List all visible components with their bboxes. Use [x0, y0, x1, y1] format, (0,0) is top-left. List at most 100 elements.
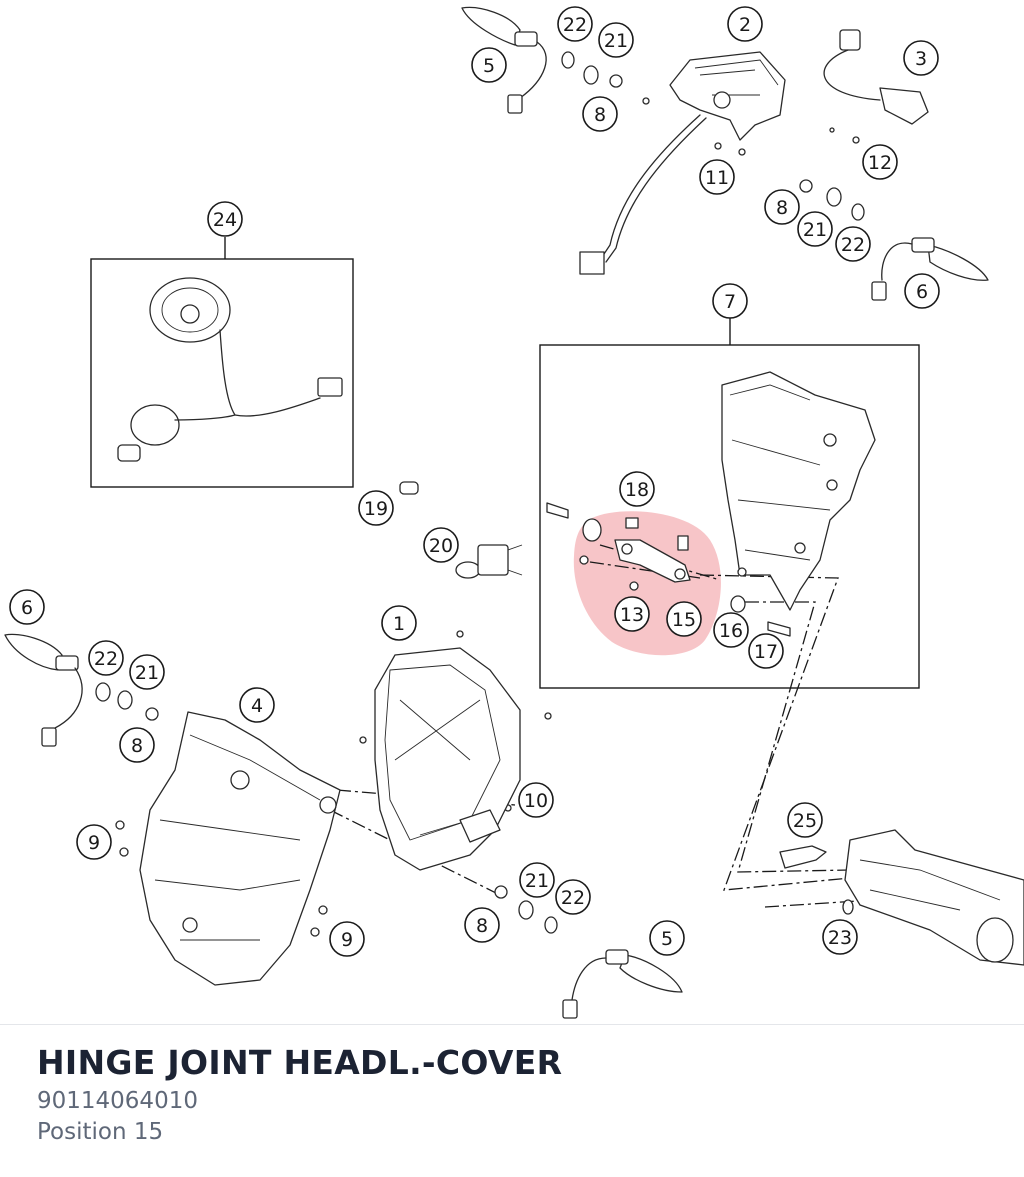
callout-19: 19: [358, 490, 394, 526]
callout-number: 7: [724, 291, 736, 313]
part-caption: HINGE JOINT HEADL.-COVER 90114064010 Pos…: [37, 1040, 562, 1148]
callout-circle: [471, 47, 507, 83]
callout-number: 23: [828, 927, 852, 949]
part-position: Position 15: [37, 1119, 164, 1145]
callout-number: 21: [803, 219, 827, 241]
callout-21: 21: [598, 22, 634, 58]
callout-11: 11: [699, 159, 735, 195]
turn-signal-part-5-bottom: [562, 949, 683, 1019]
headlight-bracket-part-7: [721, 371, 876, 611]
callout-circle: [666, 601, 702, 637]
callout-22: 22: [88, 640, 124, 676]
triple-clamp-part-25: [779, 829, 1024, 966]
callout-number: 12: [868, 152, 892, 174]
callout-8: 8: [764, 189, 800, 225]
instrument-bracket-part: [579, 51, 786, 275]
callout-circle: [518, 782, 554, 818]
callout-circle: [555, 879, 591, 915]
callout-circle: [713, 612, 749, 648]
part-number: 90114064010: [37, 1088, 198, 1114]
callout-number: 21: [525, 870, 549, 892]
callout-number: 21: [604, 30, 628, 52]
callout-number: 5: [483, 55, 495, 77]
callout-circle: [904, 273, 940, 309]
callout-circle: [88, 640, 124, 676]
callout-number: 6: [21, 597, 33, 619]
callout-number: 10: [524, 790, 548, 812]
callout-circle: [358, 490, 394, 526]
callout-17: 17: [748, 633, 784, 669]
callout-circle: [614, 596, 650, 632]
callout-circle: [903, 40, 939, 76]
callout-number: 9: [88, 832, 100, 854]
callout-20: 20: [423, 527, 459, 563]
callout-22: 22: [835, 226, 871, 262]
callout-number: 1: [393, 613, 405, 635]
callout-circle: [464, 907, 500, 943]
callout-8: 8: [582, 96, 618, 132]
callout-number: 4: [251, 695, 263, 717]
headlamp-socket-kit: [117, 277, 343, 462]
callout-circle: [557, 6, 593, 42]
callout-circle: [76, 824, 112, 860]
callout-circle: [129, 654, 165, 690]
callout-5: 5: [471, 47, 507, 83]
callout-circle: [822, 919, 858, 955]
callout-6: 6: [9, 589, 45, 625]
callout-8: 8: [464, 907, 500, 943]
callout-number: 18: [625, 479, 649, 501]
callout-circle: [423, 527, 459, 563]
callout-number: 6: [916, 281, 928, 303]
callout-23: 23: [822, 919, 858, 955]
bulb-part-19: [399, 481, 419, 495]
callout-21: 21: [797, 211, 833, 247]
callout-number: 22: [563, 14, 587, 36]
callout-number: 5: [661, 928, 673, 950]
callout-circle: [764, 189, 800, 225]
callout-circle: [797, 211, 833, 247]
callout-number: 17: [754, 641, 778, 663]
hinge-joint-part: [546, 502, 791, 637]
callout-number: 11: [705, 167, 729, 189]
exploded-parts-diagram: 2221258311122482122671819201315161761222…: [4, 6, 1024, 1019]
washers-and-nuts: [95, 51, 865, 937]
callout-4: 4: [239, 687, 275, 723]
callout-number: 8: [476, 915, 488, 937]
callout-15: 15: [666, 601, 702, 637]
callout-number: 9: [341, 929, 353, 951]
callout-circle: [699, 159, 735, 195]
callout-circle: [329, 921, 365, 957]
callout-25: 25: [787, 802, 823, 838]
turn-signal-part-6-left: [4, 633, 83, 747]
callout-circle: [582, 96, 618, 132]
callout-8: 8: [119, 727, 155, 763]
callout-3: 3: [903, 40, 939, 76]
callout-5: 5: [649, 920, 685, 956]
callout-18: 18: [619, 471, 655, 507]
callout-2: 2: [727, 6, 763, 42]
callout-circle: [727, 6, 763, 42]
callout-9: 9: [76, 824, 112, 860]
part-title: HINGE JOINT HEADL.-COVER: [37, 1043, 563, 1082]
headlight-mask-part-4: [139, 711, 341, 986]
callout-24: 24: [207, 201, 243, 237]
callout-circle: [787, 802, 823, 838]
callout-circle: [9, 589, 45, 625]
callout-number: 20: [429, 535, 453, 557]
callout-9: 9: [329, 921, 365, 957]
callout-22: 22: [557, 6, 593, 42]
callout-circle: [119, 727, 155, 763]
callout-number: 8: [131, 735, 143, 757]
callout-12: 12: [862, 144, 898, 180]
sensor-part-3: [823, 29, 929, 144]
callout-number: 8: [594, 104, 606, 126]
callout-circle: [862, 144, 898, 180]
callout-number: 3: [915, 48, 927, 70]
callout-number: 16: [719, 620, 743, 642]
callout-10: 10: [518, 782, 554, 818]
callout-number: 25: [793, 810, 817, 832]
callout-circle: [748, 633, 784, 669]
callout-number: 22: [561, 887, 585, 909]
turn-signal-part-6-right: [871, 237, 989, 301]
